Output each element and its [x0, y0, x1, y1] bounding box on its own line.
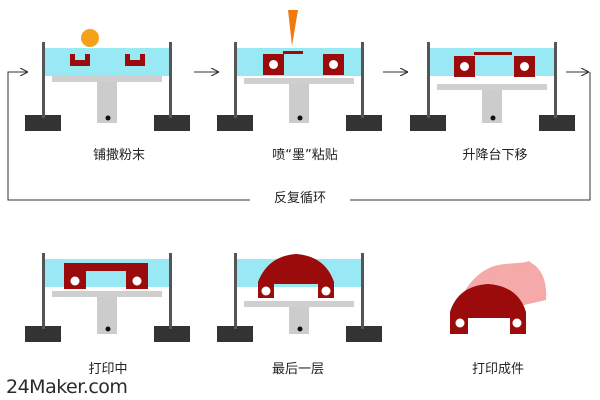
step-label-last-layer: 最后一层: [271, 362, 324, 377]
part-hole: [269, 60, 278, 69]
station-jet-binder: [217, 10, 382, 131]
piston-pin: [297, 326, 303, 332]
part-hole: [329, 60, 338, 69]
part-layer: [70, 54, 90, 66]
right-wall: [169, 42, 172, 118]
piston-pin: [105, 326, 111, 332]
part-hole: [460, 62, 469, 71]
build-platform: [52, 291, 162, 297]
piston-pin: [105, 115, 111, 121]
piston: [97, 82, 117, 123]
left-foot: [410, 115, 446, 131]
right-foot: [154, 115, 190, 131]
left-wall: [427, 42, 430, 118]
loop-line-left: [7, 72, 250, 201]
piston: [97, 297, 117, 334]
left-wall: [42, 253, 45, 329]
right-foot: [346, 115, 382, 131]
piston: [482, 90, 502, 123]
build-platform: [244, 78, 354, 84]
left-foot: [217, 115, 253, 131]
left-wall: [234, 253, 237, 329]
right-foot: [154, 326, 190, 342]
station-spread-powder: [25, 29, 190, 131]
station-printing: [25, 253, 190, 342]
left-wall: [234, 42, 237, 118]
left-foot: [217, 326, 253, 342]
step-label-lower-platform: 升降台下移: [462, 148, 528, 163]
part-layer: [125, 54, 145, 66]
piston: [289, 84, 309, 123]
build-platform: [437, 84, 547, 90]
step-label-printing: 打印中: [88, 362, 128, 377]
right-foot: [539, 115, 575, 131]
part-hole: [520, 62, 529, 71]
loop-line-right: [350, 72, 591, 201]
piston: [289, 307, 309, 334]
right-wall: [361, 253, 364, 329]
nozzle-jet: [288, 10, 298, 46]
powder-ball: [81, 29, 99, 47]
part-bridge: [474, 52, 512, 55]
left-wall: [42, 42, 45, 118]
part-bracket: [64, 263, 148, 289]
loop-label: 反复循环: [250, 191, 350, 207]
build-platform: [52, 76, 162, 82]
part-hole: [70, 276, 80, 286]
piston-pin: [297, 115, 303, 121]
part-hole: [261, 286, 271, 296]
part-hole: [132, 276, 142, 286]
part-dome: [258, 254, 334, 298]
part-hole: [321, 286, 331, 296]
right-wall: [361, 42, 364, 118]
station-lower-platform: [410, 42, 575, 131]
right-foot: [346, 326, 382, 342]
finished-part: [450, 261, 547, 334]
left-foot: [25, 115, 61, 131]
build-platform: [244, 301, 354, 307]
binder-line: [283, 51, 303, 54]
step-label-spread-powder: 铺撒粉末: [92, 148, 145, 163]
right-wall: [554, 42, 557, 118]
powder-bed: [45, 48, 169, 76]
step-label-jet-binder: 喷“墨”粘贴: [272, 148, 338, 163]
watermark: 24Maker.com: [6, 376, 128, 398]
piston-pin: [490, 115, 496, 121]
station-last-layer: [217, 253, 382, 342]
step-label-finished-part: 打印成件: [471, 362, 524, 377]
left-foot: [25, 326, 61, 342]
right-wall: [169, 253, 172, 329]
